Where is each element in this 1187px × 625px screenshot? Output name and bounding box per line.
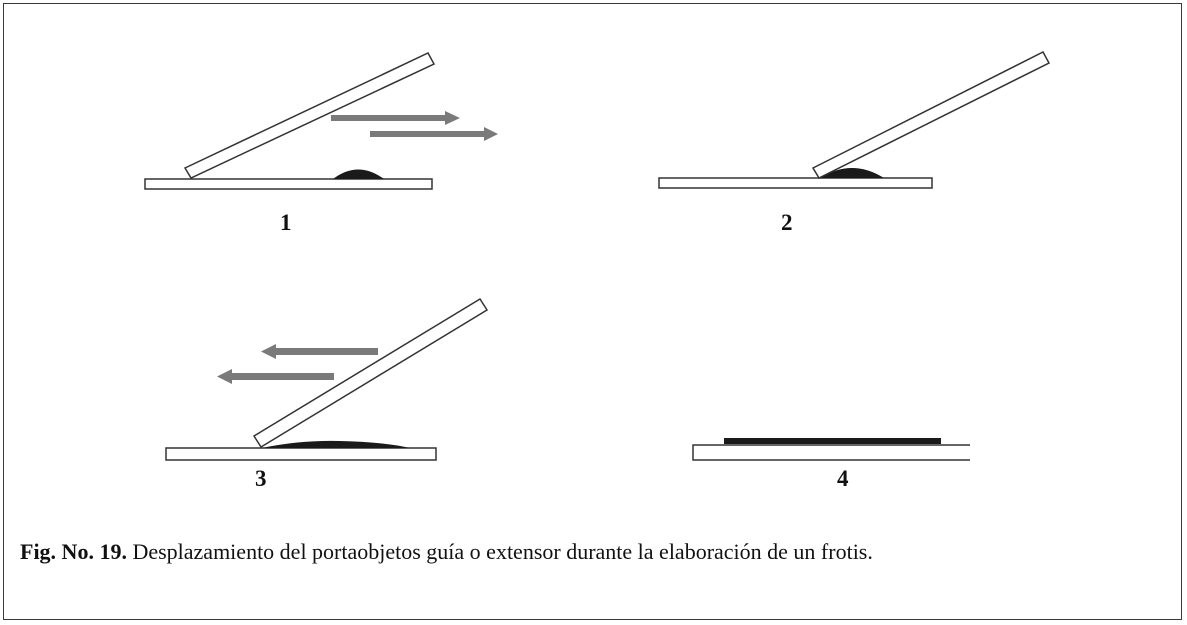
blood-smear <box>724 438 941 444</box>
blood-drop <box>333 169 384 179</box>
blood-smear <box>262 440 410 448</box>
figure-frame <box>3 3 1182 620</box>
panel-3: 3 <box>165 297 489 491</box>
caption-text: Desplazamiento del portaobjetos guía o e… <box>126 539 873 564</box>
arrow-right <box>370 127 498 141</box>
base-slide <box>692 444 970 461</box>
base-slide <box>165 447 437 461</box>
panel-label-2: 2 <box>781 210 793 235</box>
panel-label-1: 1 <box>280 210 292 235</box>
spreader-slide <box>811 51 1051 179</box>
arrow-right <box>331 111 460 125</box>
figure-caption: Fig. No. 19. Desplazamiento del portaobj… <box>20 538 1170 565</box>
base-slide <box>658 177 933 189</box>
figure-label: Fig. No. 19. <box>20 539 127 564</box>
panel-4: 4 <box>692 438 970 491</box>
panel-label-4: 4 <box>837 466 849 491</box>
spreader-slide <box>252 297 489 449</box>
blood-drop <box>820 168 884 178</box>
panel-1: 1 <box>144 52 498 235</box>
panel-2: 2 <box>658 51 1051 235</box>
spreader-slide <box>183 52 436 179</box>
base-slide <box>144 178 433 190</box>
arrow-left <box>217 369 334 384</box>
panel-label-3: 3 <box>255 466 267 491</box>
arrow-left <box>261 344 378 359</box>
